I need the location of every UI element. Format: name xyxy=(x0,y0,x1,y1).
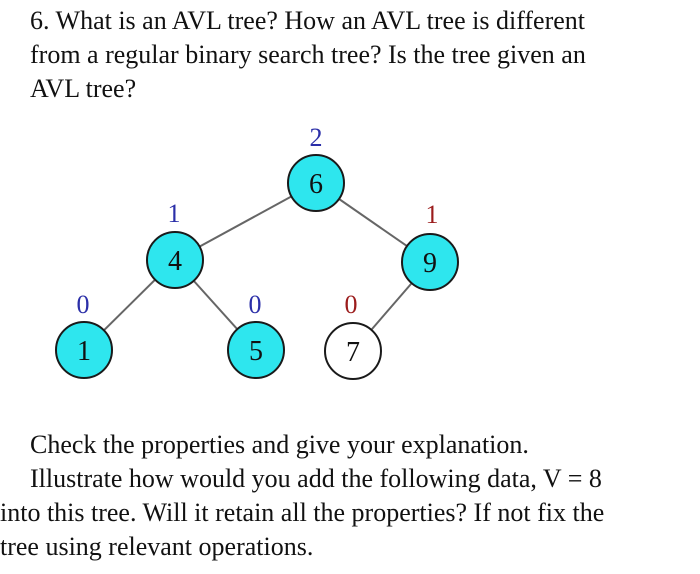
node-value-5: 5 xyxy=(249,336,263,367)
instruction-line-3: into this tree. Will it retain all the p… xyxy=(0,498,605,527)
tree-node-7: 7 0 xyxy=(324,290,382,380)
node-height-9: 1 xyxy=(426,200,439,229)
node-height-5: 0 xyxy=(249,290,262,319)
node-height-1: 0 xyxy=(77,290,90,319)
node-value-1: 1 xyxy=(77,336,91,367)
instructions-text: Check the properties and give your expla… xyxy=(0,428,700,564)
avl-tree-diagram: 6 2 4 1 9 1 1 0 5 0 7 0 xyxy=(55,123,459,380)
question-line-3: AVL tree? xyxy=(30,74,137,103)
node-height-7: 0 xyxy=(345,290,358,319)
instruction-line-1: Check the properties and give your expla… xyxy=(30,430,529,459)
node-height-4: 1 xyxy=(168,199,181,228)
question-line-2: from a regular binary search tree? Is th… xyxy=(30,40,586,69)
node-height-6: 2 xyxy=(310,123,323,152)
tree-node-1: 1 0 xyxy=(55,290,113,379)
tree-node-6: 6 2 xyxy=(287,123,345,212)
node-value-9: 9 xyxy=(423,248,437,279)
tree-node-9: 9 1 xyxy=(401,200,459,291)
tree-node-4: 4 1 xyxy=(146,199,204,289)
instruction-line-2: Illustrate how would you add the followi… xyxy=(30,464,602,493)
node-value-7: 7 xyxy=(346,337,360,368)
instruction-line-4: tree using relevant operations. xyxy=(0,532,314,561)
node-value-6: 6 xyxy=(309,169,323,200)
question-line-1: 6. What is an AVL tree? How an AVL tree … xyxy=(30,6,586,35)
tree-node-5: 5 0 xyxy=(227,290,285,379)
question-text: 6. What is an AVL tree? How an AVL tree … xyxy=(30,4,695,106)
node-value-4: 4 xyxy=(168,246,182,277)
